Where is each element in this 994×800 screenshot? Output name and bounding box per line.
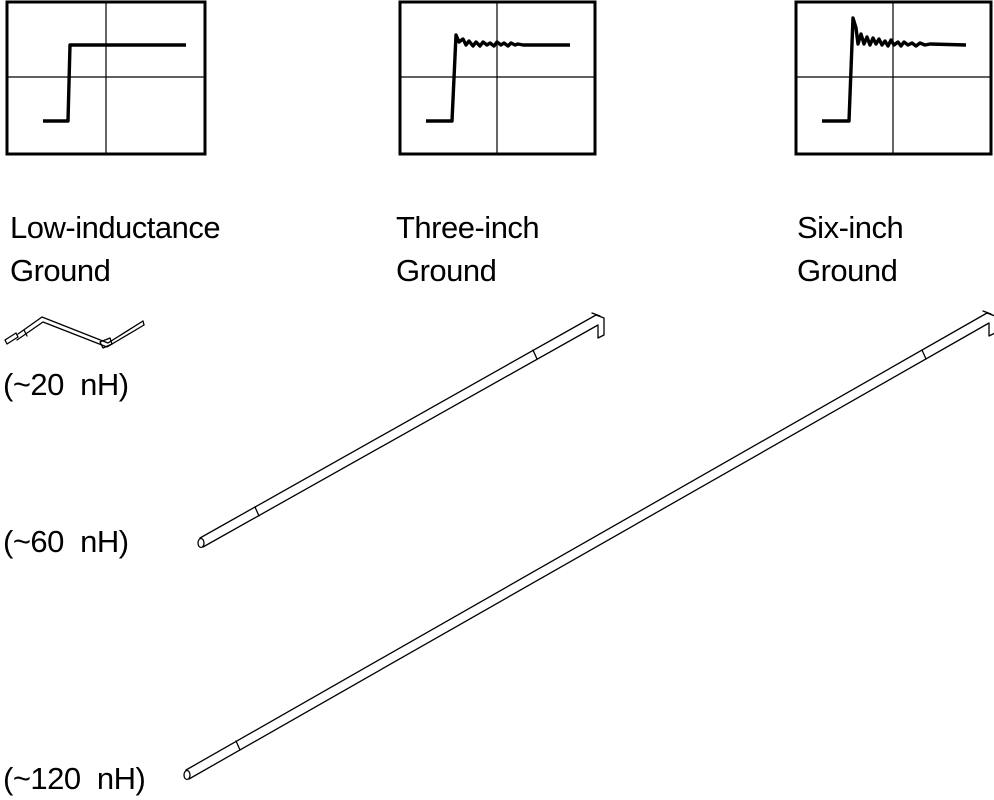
caption-six-inch-line2: Ground — [797, 253, 897, 288]
caption-low-inductance-line2: Ground — [10, 253, 110, 288]
three-inch-ground-lead — [197, 312, 605, 549]
step-response-trace — [822, 16, 967, 123]
caption-three-inch-line2: Ground — [396, 253, 496, 288]
short-ground-spring — [4, 316, 145, 349]
six-inch-ground-lead — [183, 310, 994, 781]
scope-six-inch — [794, 0, 993, 156]
inductance-label-120nh: (~120 nH) — [3, 761, 145, 796]
step-response-trace — [43, 43, 186, 123]
caption-three-inch-line1: Three-inch — [396, 210, 539, 245]
scope-low-inductance — [5, 0, 207, 156]
caption-six-inch-line1: Six-inch — [797, 210, 903, 245]
inductance-label-20nh: (~20 nH) — [3, 367, 129, 402]
inductance-label-60nh: (~60 nH) — [3, 524, 129, 559]
step-response-trace — [426, 33, 570, 123]
caption-low-inductance-line1: Low-inductance — [10, 210, 220, 245]
scope-three-inch — [398, 0, 597, 156]
